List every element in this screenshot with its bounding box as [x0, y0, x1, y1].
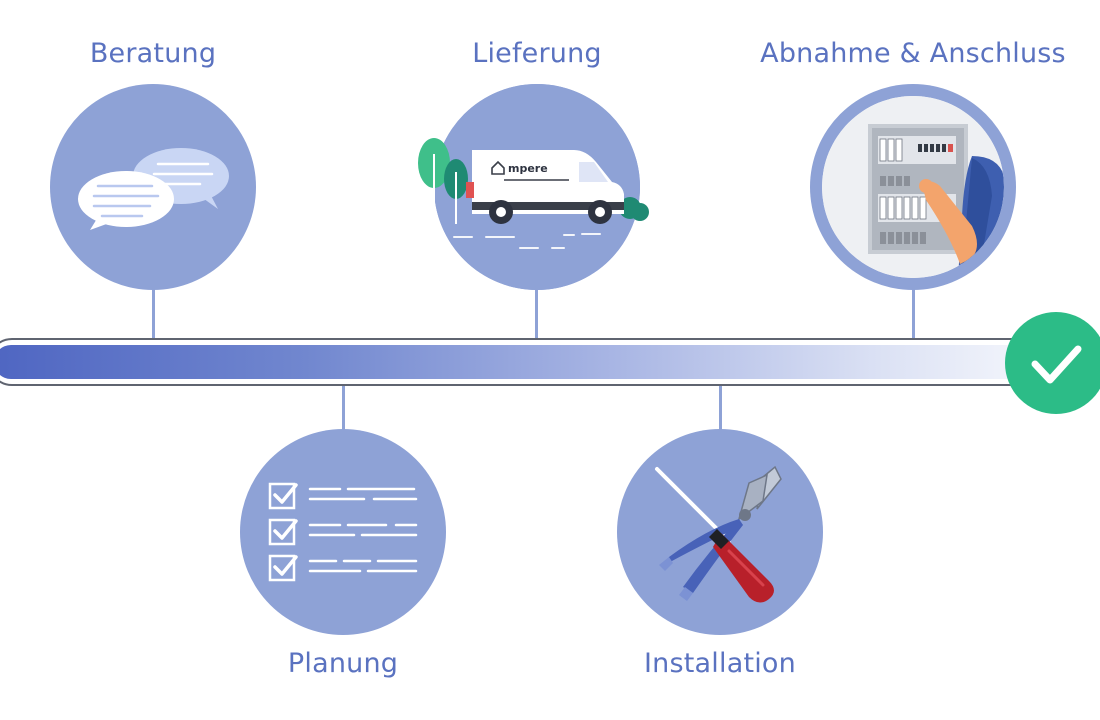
- step-label-installation: Installation: [644, 648, 796, 679]
- step-label-beratung: Beratung: [89, 38, 217, 69]
- connector-beratung: [152, 288, 155, 340]
- step-circle-beratung: [50, 84, 256, 290]
- van-brand-text: mpere: [508, 162, 548, 175]
- checkmark-icon: [1031, 345, 1082, 384]
- connector-installation: [719, 385, 722, 431]
- step-label-lieferung: Lieferung: [472, 38, 602, 69]
- progress-fill: [0, 345, 1034, 379]
- step-label-abnahme: Abnahme & Anschluss: [760, 38, 1066, 69]
- step-circle-planung: [240, 429, 446, 635]
- step-circle-installation: [617, 429, 823, 635]
- step-label-planung: Planung: [287, 648, 399, 679]
- electrical-panel-icon: [822, 96, 1004, 278]
- connector-abnahme: [912, 288, 915, 340]
- delivery-van-icon: [418, 138, 649, 249]
- checklist-icon: [268, 482, 418, 582]
- pliers-screwdriver-icon: [655, 465, 782, 603]
- chat-bubbles-icon: [78, 148, 229, 230]
- step-circle-lieferung: mpere: [418, 84, 649, 290]
- connector-lieferung: [535, 288, 538, 340]
- step-circle-abnahme: [810, 84, 1016, 290]
- connector-planung: [342, 385, 345, 431]
- complete-badge: [1005, 312, 1100, 414]
